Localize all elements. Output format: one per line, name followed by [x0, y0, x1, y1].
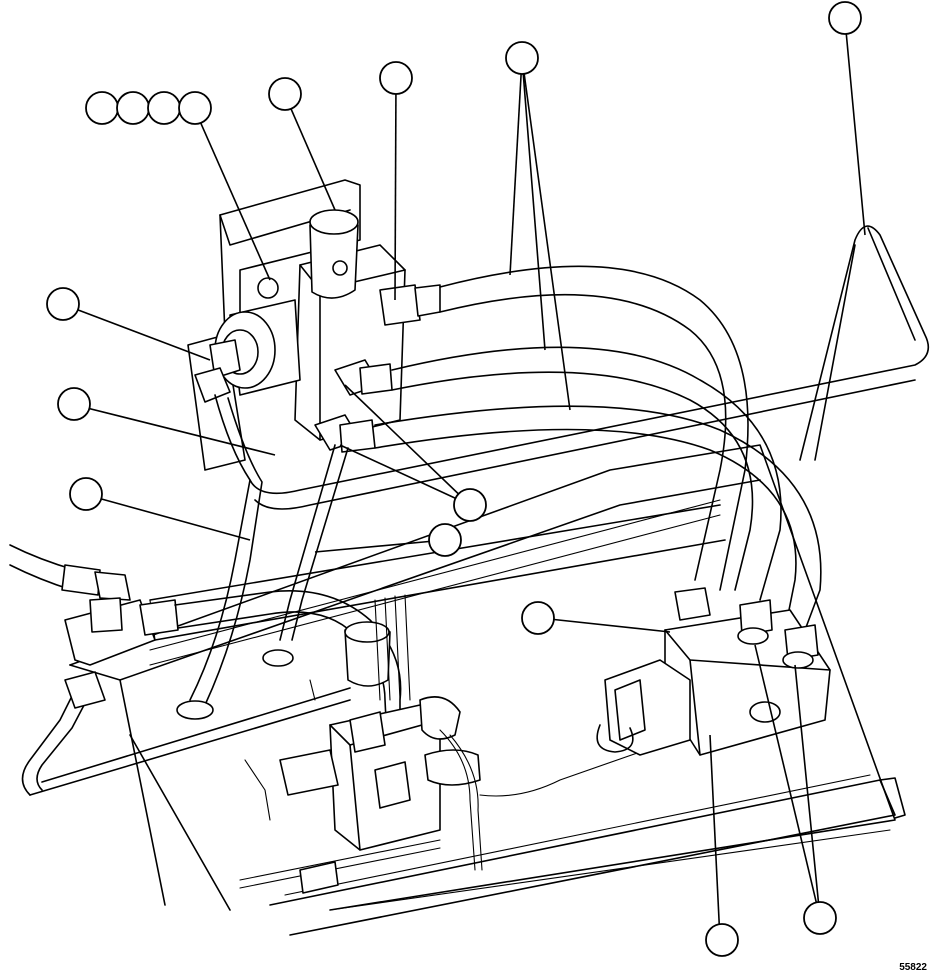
left-fitting: [9, 544, 402, 796]
callout-bubble: [428, 523, 462, 557]
lower-rail: [269, 774, 906, 936]
solenoid-valve-block: [596, 587, 831, 756]
callout-bubble: [705, 923, 739, 957]
callout-bubble: [268, 77, 302, 111]
callout-bubble: [803, 901, 837, 935]
callout-bubbles: [46, 1, 862, 957]
callout-bubble: [505, 41, 539, 75]
callout-bubble: [57, 387, 91, 421]
leader-lines: [64, 19, 866, 941]
callout-bubble: [85, 91, 119, 125]
callout-bubble: [453, 488, 487, 522]
callout-bubble: [116, 91, 150, 125]
tubes: [176, 394, 349, 720]
drawing-number: 55822: [899, 962, 927, 973]
callout-bubble: [46, 287, 80, 321]
center-manifold: [239, 594, 661, 894]
base-plate: [69, 444, 896, 911]
valve-block: [194, 209, 441, 453]
hose-bundle: [374, 265, 822, 631]
callout-bubble: [379, 61, 413, 95]
callout-bubble: [69, 477, 103, 511]
callout-bubble: [178, 91, 212, 125]
callout-bubble: [828, 1, 862, 35]
callout-bubble: [147, 91, 181, 125]
callout-bubble: [521, 601, 555, 635]
